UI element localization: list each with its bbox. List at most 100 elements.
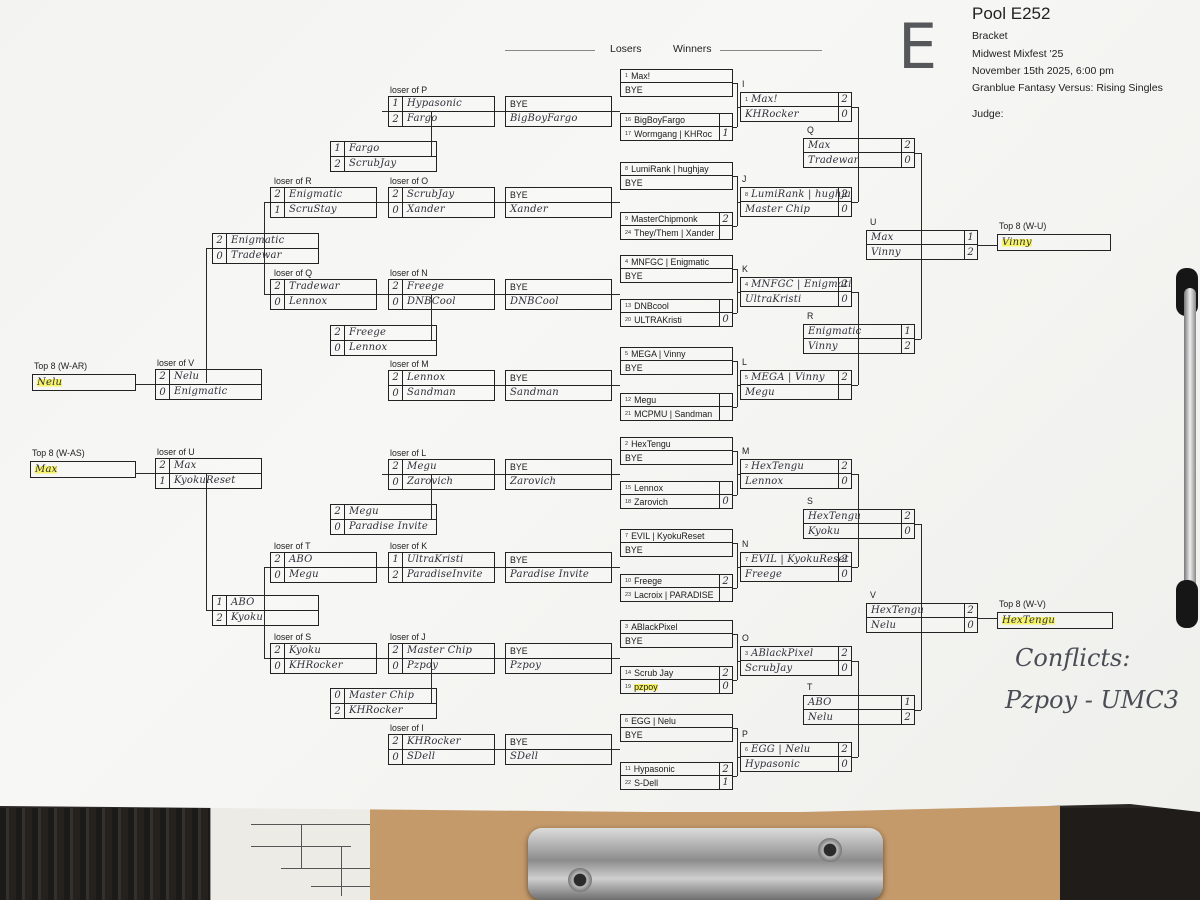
slot-bottom[interactable]: Paradise Invite (506, 568, 611, 583)
slot-bottom[interactable]: Pzpoy (389, 659, 494, 674)
slot-top[interactable]: Nelu (156, 370, 261, 385)
slot-bottom[interactable]: BYE (621, 451, 732, 464)
slot-top[interactable]: Megu (389, 460, 494, 475)
slot-bottom[interactable]: Megu (271, 568, 376, 583)
slot-top[interactable]: Master Chip (331, 689, 436, 704)
slot-top[interactable]: Lennox (389, 371, 494, 386)
slot-bottom[interactable]: BYE (621, 728, 732, 741)
slot-top[interactable]: Master Chip (389, 644, 494, 659)
slot-bottom[interactable]: BYE (621, 176, 732, 189)
slot-top[interactable]: ABO (213, 596, 318, 611)
top8-player[interactable]: HexTengu (998, 613, 1112, 628)
slot-bottom[interactable]: BYE (621, 634, 732, 647)
slot-bottom[interactable]: Freege (741, 567, 851, 581)
slot-bottom[interactable]: Xander (506, 203, 611, 218)
slot-top[interactable]: Max (867, 231, 977, 245)
slot-bottom[interactable]: Kyoku (213, 611, 318, 626)
slot-bottom[interactable]: Nelu (867, 618, 977, 632)
slot-top[interactable]: Freege (389, 280, 494, 295)
slot-top[interactable]: ABO (804, 696, 914, 710)
slot-bottom[interactable]: Paradise Invite (331, 520, 436, 535)
slot-bottom[interactable]: Sandman (506, 386, 611, 401)
slot-top[interactable]: BYE (506, 188, 611, 203)
slot-bottom[interactable]: Vinny (804, 339, 914, 353)
slot-bottom[interactable]: BigBoyFargo (506, 112, 611, 127)
top8-player[interactable]: Nelu (33, 375, 135, 390)
slot-bottom[interactable]: BYE (621, 361, 732, 374)
slot-top[interactable]: Enigmatic (213, 234, 318, 249)
slot-top[interactable]: Hypasonic (389, 97, 494, 112)
slot-bottom[interactable]: DNBCool (506, 295, 611, 310)
slot-bottom[interactable]: Lennox (331, 341, 436, 356)
slot-bottom[interactable]: KHRocker (331, 704, 436, 719)
slot-bottom[interactable]: Hypasonic (741, 757, 851, 771)
slot-bottom[interactable]: BYE (621, 269, 732, 282)
slot-bottom[interactable]: ScruStay (271, 203, 376, 218)
slot-bottom[interactable]: Sandman (389, 386, 494, 401)
slot-bottom[interactable]: Zarovich (389, 475, 494, 490)
slot-bottom[interactable]: BYE (621, 83, 732, 96)
slot-top[interactable]: ScrubJay (389, 188, 494, 203)
slot-top[interactable]: BYE (506, 735, 611, 750)
slot-top[interactable]: Megu (331, 505, 436, 520)
slot-bottom[interactable]: Nelu (804, 710, 914, 724)
slot-bottom[interactable]: Tradewar (213, 249, 318, 264)
slot-bottom[interactable]: Zarovich (506, 475, 611, 490)
slot-bottom[interactable]: Megu (741, 385, 851, 399)
slot-bottom[interactable]: Master Chip (741, 202, 851, 216)
slot-top[interactable]: ABO (271, 553, 376, 568)
slot-top[interactable]: BYE (506, 644, 611, 659)
slot-bottom[interactable]: Pzpoy (506, 659, 611, 674)
slot-top[interactable]: BYE (506, 97, 611, 112)
slot-bottom[interactable]: KHRocker (741, 107, 851, 121)
slot-bottom[interactable]: BYE (621, 543, 732, 556)
slot-bottom[interactable]: KHRocker (271, 659, 376, 674)
slot-bottom[interactable]: UltraKristi (741, 292, 851, 306)
slot-bottom[interactable]: Fargo (389, 112, 494, 127)
slot-top[interactable]: Max (156, 459, 261, 474)
slot-bottom[interactable]: Xander (389, 203, 494, 218)
top8-player[interactable]: Vinny (998, 235, 1110, 250)
slot-top[interactable]: BYE (506, 460, 611, 475)
slot-bottom[interactable]: Lennox (271, 295, 376, 310)
slot-top[interactable]: Max (804, 139, 914, 153)
top8-player[interactable]: Max (31, 462, 135, 477)
slot-bottom[interactable]: KyokuReset (156, 474, 261, 489)
slot-top[interactable]: Tradewar (271, 280, 376, 295)
slot-top[interactable]: BYE (506, 371, 611, 386)
slot-bottom[interactable]: ParadiseInvite (389, 568, 494, 583)
slot-bottom[interactable]: DNBCool (389, 295, 494, 310)
slot-top[interactable]: BYE (506, 280, 611, 295)
slot-bottom[interactable]: SDell (389, 750, 494, 765)
slot-top[interactable]: Enigmatic (271, 188, 376, 203)
slot-bottom[interactable]: Lennox (741, 474, 851, 488)
slot-bottom[interactable]: Kyoku (804, 524, 914, 538)
slot-bottom[interactable]: Vinny (867, 245, 977, 259)
slot-top[interactable]: Fargo (331, 142, 436, 157)
slot-top[interactable]: Kyoku (271, 644, 376, 659)
